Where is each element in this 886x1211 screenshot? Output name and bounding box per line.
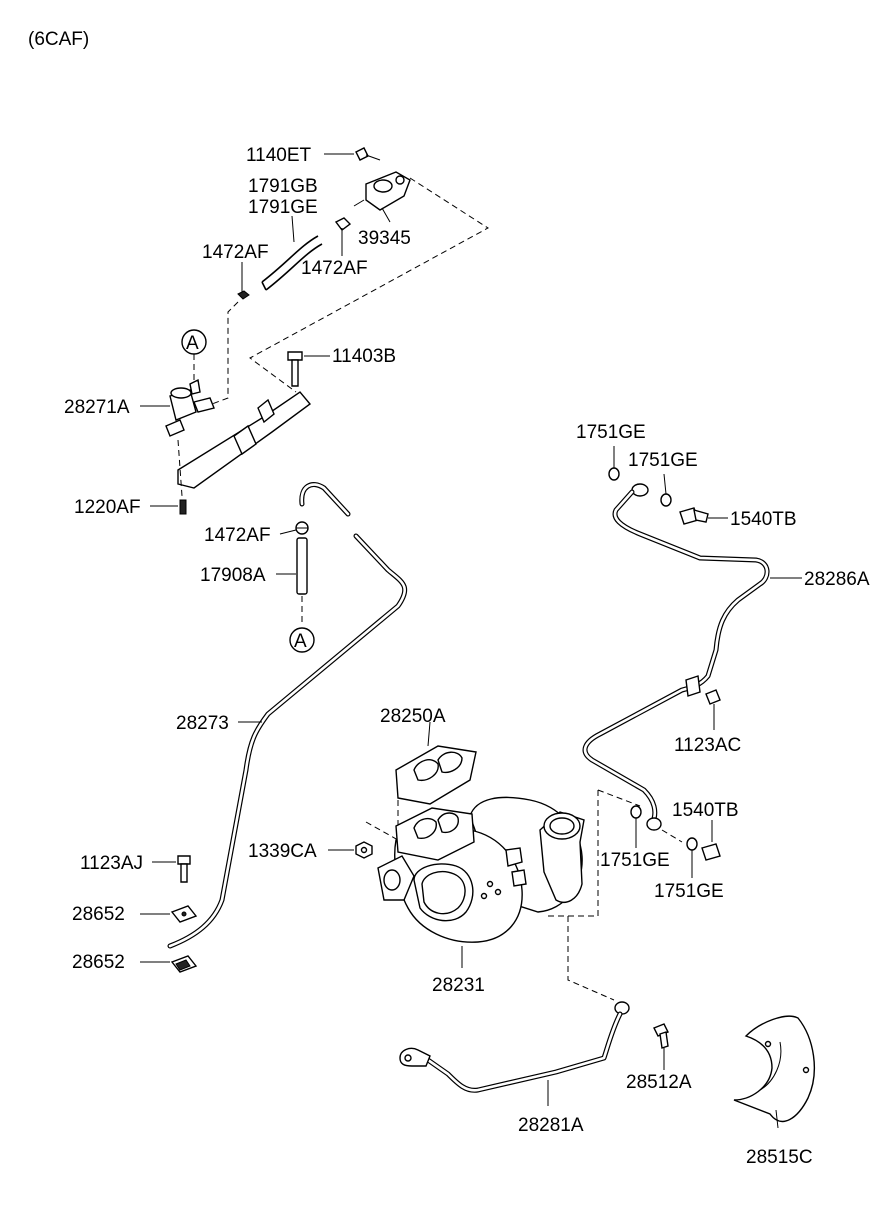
part-label-28652-lower[interactable]: 28652 (72, 952, 125, 973)
part-label-39345[interactable]: 39345 (358, 228, 411, 249)
part-label-1751ge-b[interactable]: 1751GE (628, 450, 698, 471)
oil-return-pipe-28281a (399, 1001, 630, 1093)
part-label-1123aj[interactable]: 1123AJ (80, 853, 143, 874)
nut-1339ca (355, 841, 373, 859)
washer-1751ge-a (608, 467, 620, 481)
heat-shield-28515c (733, 1015, 815, 1122)
bolt-1220af (179, 499, 187, 515)
part-label-17908a[interactable]: 17908A (200, 565, 266, 586)
bolt-28512a (653, 1023, 669, 1049)
solenoid-bracket (177, 391, 312, 489)
part-label-28512a[interactable]: 28512A (626, 1072, 692, 1093)
banjo-bolt-1540tb-lower (701, 843, 721, 861)
part-label-28281a[interactable]: 28281A (518, 1115, 584, 1136)
part-label-28250a[interactable]: 28250A (380, 706, 446, 727)
washer-1751ge-d (686, 837, 698, 851)
callout-a-bottom: A (294, 631, 307, 652)
bolt-1140et (355, 147, 381, 161)
vacuum-hose-1791gb (261, 235, 323, 291)
part-label-11403b[interactable]: 11403B (332, 346, 396, 367)
engine-code-label: (6CAF) (28, 29, 89, 50)
part-label-1751ge-d[interactable]: 1751GE (654, 881, 724, 902)
bolt-1123aj (177, 855, 191, 883)
washer-1751ge-c (630, 805, 642, 819)
callout-a-top: A (186, 333, 199, 354)
part-label-1472af-lower[interactable]: 1472AF (204, 525, 271, 546)
bolt-1123ac (705, 689, 721, 705)
hose-clamp-1472af-lower (295, 521, 309, 535)
hose-clamp-1472af-left (237, 262, 250, 300)
part-label-28231[interactable]: 28231 (432, 975, 485, 996)
part-label-28652-upper[interactable]: 28652 (72, 904, 125, 925)
vacuum-connector-39345 (353, 171, 411, 223)
part-label-1472af-upper[interactable]: 1472AF (301, 258, 368, 279)
vacuum-solenoid-28271a (165, 378, 215, 437)
vacuum-hose-17908a (296, 537, 308, 595)
turbocharger-28231 (377, 796, 585, 943)
bolt-11403b (287, 351, 303, 387)
clip-28652-lower (170, 955, 198, 973)
part-label-1540tb-lower[interactable]: 1540TB (672, 800, 739, 821)
part-label-28271a[interactable]: 28271A (64, 397, 130, 418)
oil-feed-pipe-28286a (582, 483, 770, 831)
part-label-1791gb[interactable]: 1791GB (248, 176, 318, 197)
part-label-1751ge-c[interactable]: 1751GE (600, 850, 670, 871)
part-label-28515c[interactable]: 28515C (746, 1147, 813, 1168)
part-label-1540tb-upper[interactable]: 1540TB (730, 509, 797, 530)
part-label-1140et[interactable]: 1140ET (246, 145, 312, 166)
banjo-bolt-1540tb-upper (679, 507, 709, 525)
part-label-28273[interactable]: 28273 (176, 713, 229, 734)
part-label-1123ac[interactable]: 1123AC (674, 735, 741, 756)
part-label-1220af[interactable]: 1220AF (74, 497, 141, 518)
part-label-1472af-left[interactable]: 1472AF (202, 242, 269, 263)
clip-28652-upper (170, 905, 198, 923)
hose-clamp-1472af-upper (334, 217, 352, 256)
part-label-1339ca[interactable]: 1339CA (248, 841, 317, 862)
washer-1751ge-b (660, 493, 672, 507)
part-label-28286a[interactable]: 28286A (804, 569, 870, 590)
gasket-28250a (395, 745, 477, 805)
part-label-1751ge-a[interactable]: 1751GE (576, 422, 646, 443)
part-label-1791ge[interactable]: 1791GE (248, 197, 318, 218)
vacuum-pipe-28273 (167, 482, 408, 949)
callout-circle-a-bottom (289, 627, 315, 653)
